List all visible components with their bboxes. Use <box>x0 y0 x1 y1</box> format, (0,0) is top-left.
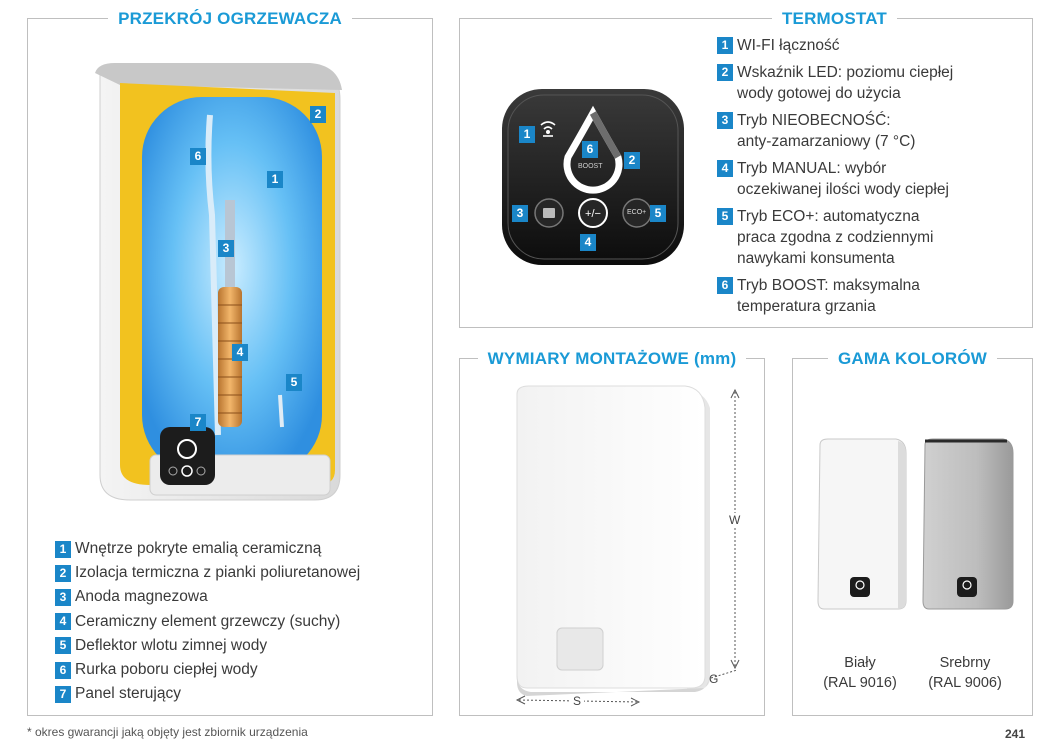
thermo-callout-3: 3 <box>512 205 528 222</box>
heater-cross-section-illustration <box>95 63 342 501</box>
manual-mode-button <box>578 198 608 228</box>
hot-water-pipe <box>205 114 221 436</box>
thermo-callout-1: 1 <box>519 126 535 143</box>
white-heater-image <box>817 438 907 610</box>
eco-label: ECO+ <box>627 209 647 216</box>
dimensions-illustration <box>515 385 740 707</box>
boost-label: BOOST <box>578 163 603 170</box>
magnesium-anode <box>225 200 235 320</box>
thermo-callout-5: 5 <box>650 205 666 222</box>
callout-4: 4 <box>232 344 248 361</box>
color-option-silver: Srebrny (RAL 9006) <box>928 655 1002 691</box>
thermo-callout-4: 4 <box>580 234 596 251</box>
callout-1: 1 <box>267 171 283 188</box>
callout-7: 7 <box>190 414 206 431</box>
cold-water-deflector <box>278 394 284 428</box>
control-panel <box>160 427 215 485</box>
svg-text:+/−: +/− <box>585 208 601 220</box>
page-number: 241 <box>1004 727 1025 741</box>
callout-5: 5 <box>286 374 302 391</box>
thermo-callout-2: 2 <box>624 152 640 169</box>
wifi-icon <box>540 121 556 137</box>
thermostat-panel: TERMOSTAT <box>459 9 1033 328</box>
footnote: * okres gwarancji jaką objęty jest zbior… <box>27 725 308 739</box>
dimension-w-label: W <box>727 513 743 527</box>
callout-3: 3 <box>218 240 234 257</box>
cross-section-title: PRZEKRÓJ OGRZEWACZA <box>108 9 352 28</box>
thermostat-title: TERMOSTAT <box>771 9 897 28</box>
heater-top-cap <box>95 63 342 90</box>
color-option-white: Biały (RAL 9016) <box>823 655 897 691</box>
dimension-s-label: S <box>570 694 585 708</box>
dimension-g-label: G <box>709 672 719 686</box>
callout-6: 6 <box>190 148 206 165</box>
silver-heater-image <box>922 438 1014 610</box>
callout-2: 2 <box>310 106 326 123</box>
colors-title: GAMA KOLORÓW <box>827 349 998 368</box>
dimensions-title: WYMIARY MONTAŻOWE (mm) <box>477 349 747 368</box>
thermo-callout-6: 6 <box>582 141 598 158</box>
thermostat-device-illustration: +/− <box>502 89 684 265</box>
heating-element <box>218 287 242 427</box>
